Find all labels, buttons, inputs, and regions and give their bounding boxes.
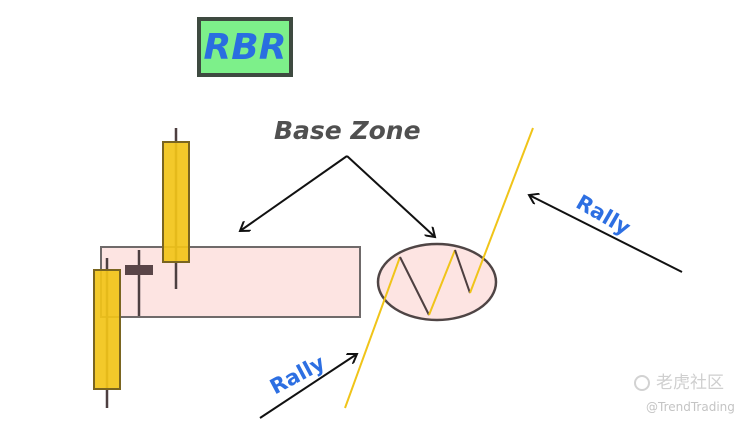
price-segment-down — [399, 256, 430, 316]
arrow-to-base-rectangle — [240, 155, 348, 231]
price-segment-down — [454, 249, 471, 294]
arrow-rally-left — [259, 354, 357, 419]
candle-body — [125, 265, 153, 275]
candle-bullish-1 — [93, 258, 121, 408]
watermark-brand-text: 老虎社区 — [656, 373, 724, 393]
candle-bearish-base — [125, 250, 153, 316]
price-path — [344, 127, 534, 409]
base-zone-label: Base Zone — [274, 116, 421, 145]
base-zone-ellipse — [376, 242, 498, 322]
price-segment-up — [344, 256, 401, 409]
title-box: RBR — [197, 17, 293, 77]
candle-bullish-2 — [162, 128, 190, 289]
arrow-rally-right — [529, 195, 683, 273]
base-zone-rectangle — [100, 246, 361, 318]
watermark-handle: @TrendTrading — [646, 400, 735, 414]
candle-body — [93, 269, 121, 390]
price-segment-up — [469, 127, 534, 294]
arrow-to-base-ellipse — [346, 155, 435, 237]
watermark-brand: 老虎社区 — [634, 368, 724, 393]
price-segment-up — [428, 249, 456, 316]
diagram-title: RBR — [203, 26, 287, 68]
candle-body — [162, 141, 190, 263]
tiger-logo-icon — [634, 375, 650, 391]
